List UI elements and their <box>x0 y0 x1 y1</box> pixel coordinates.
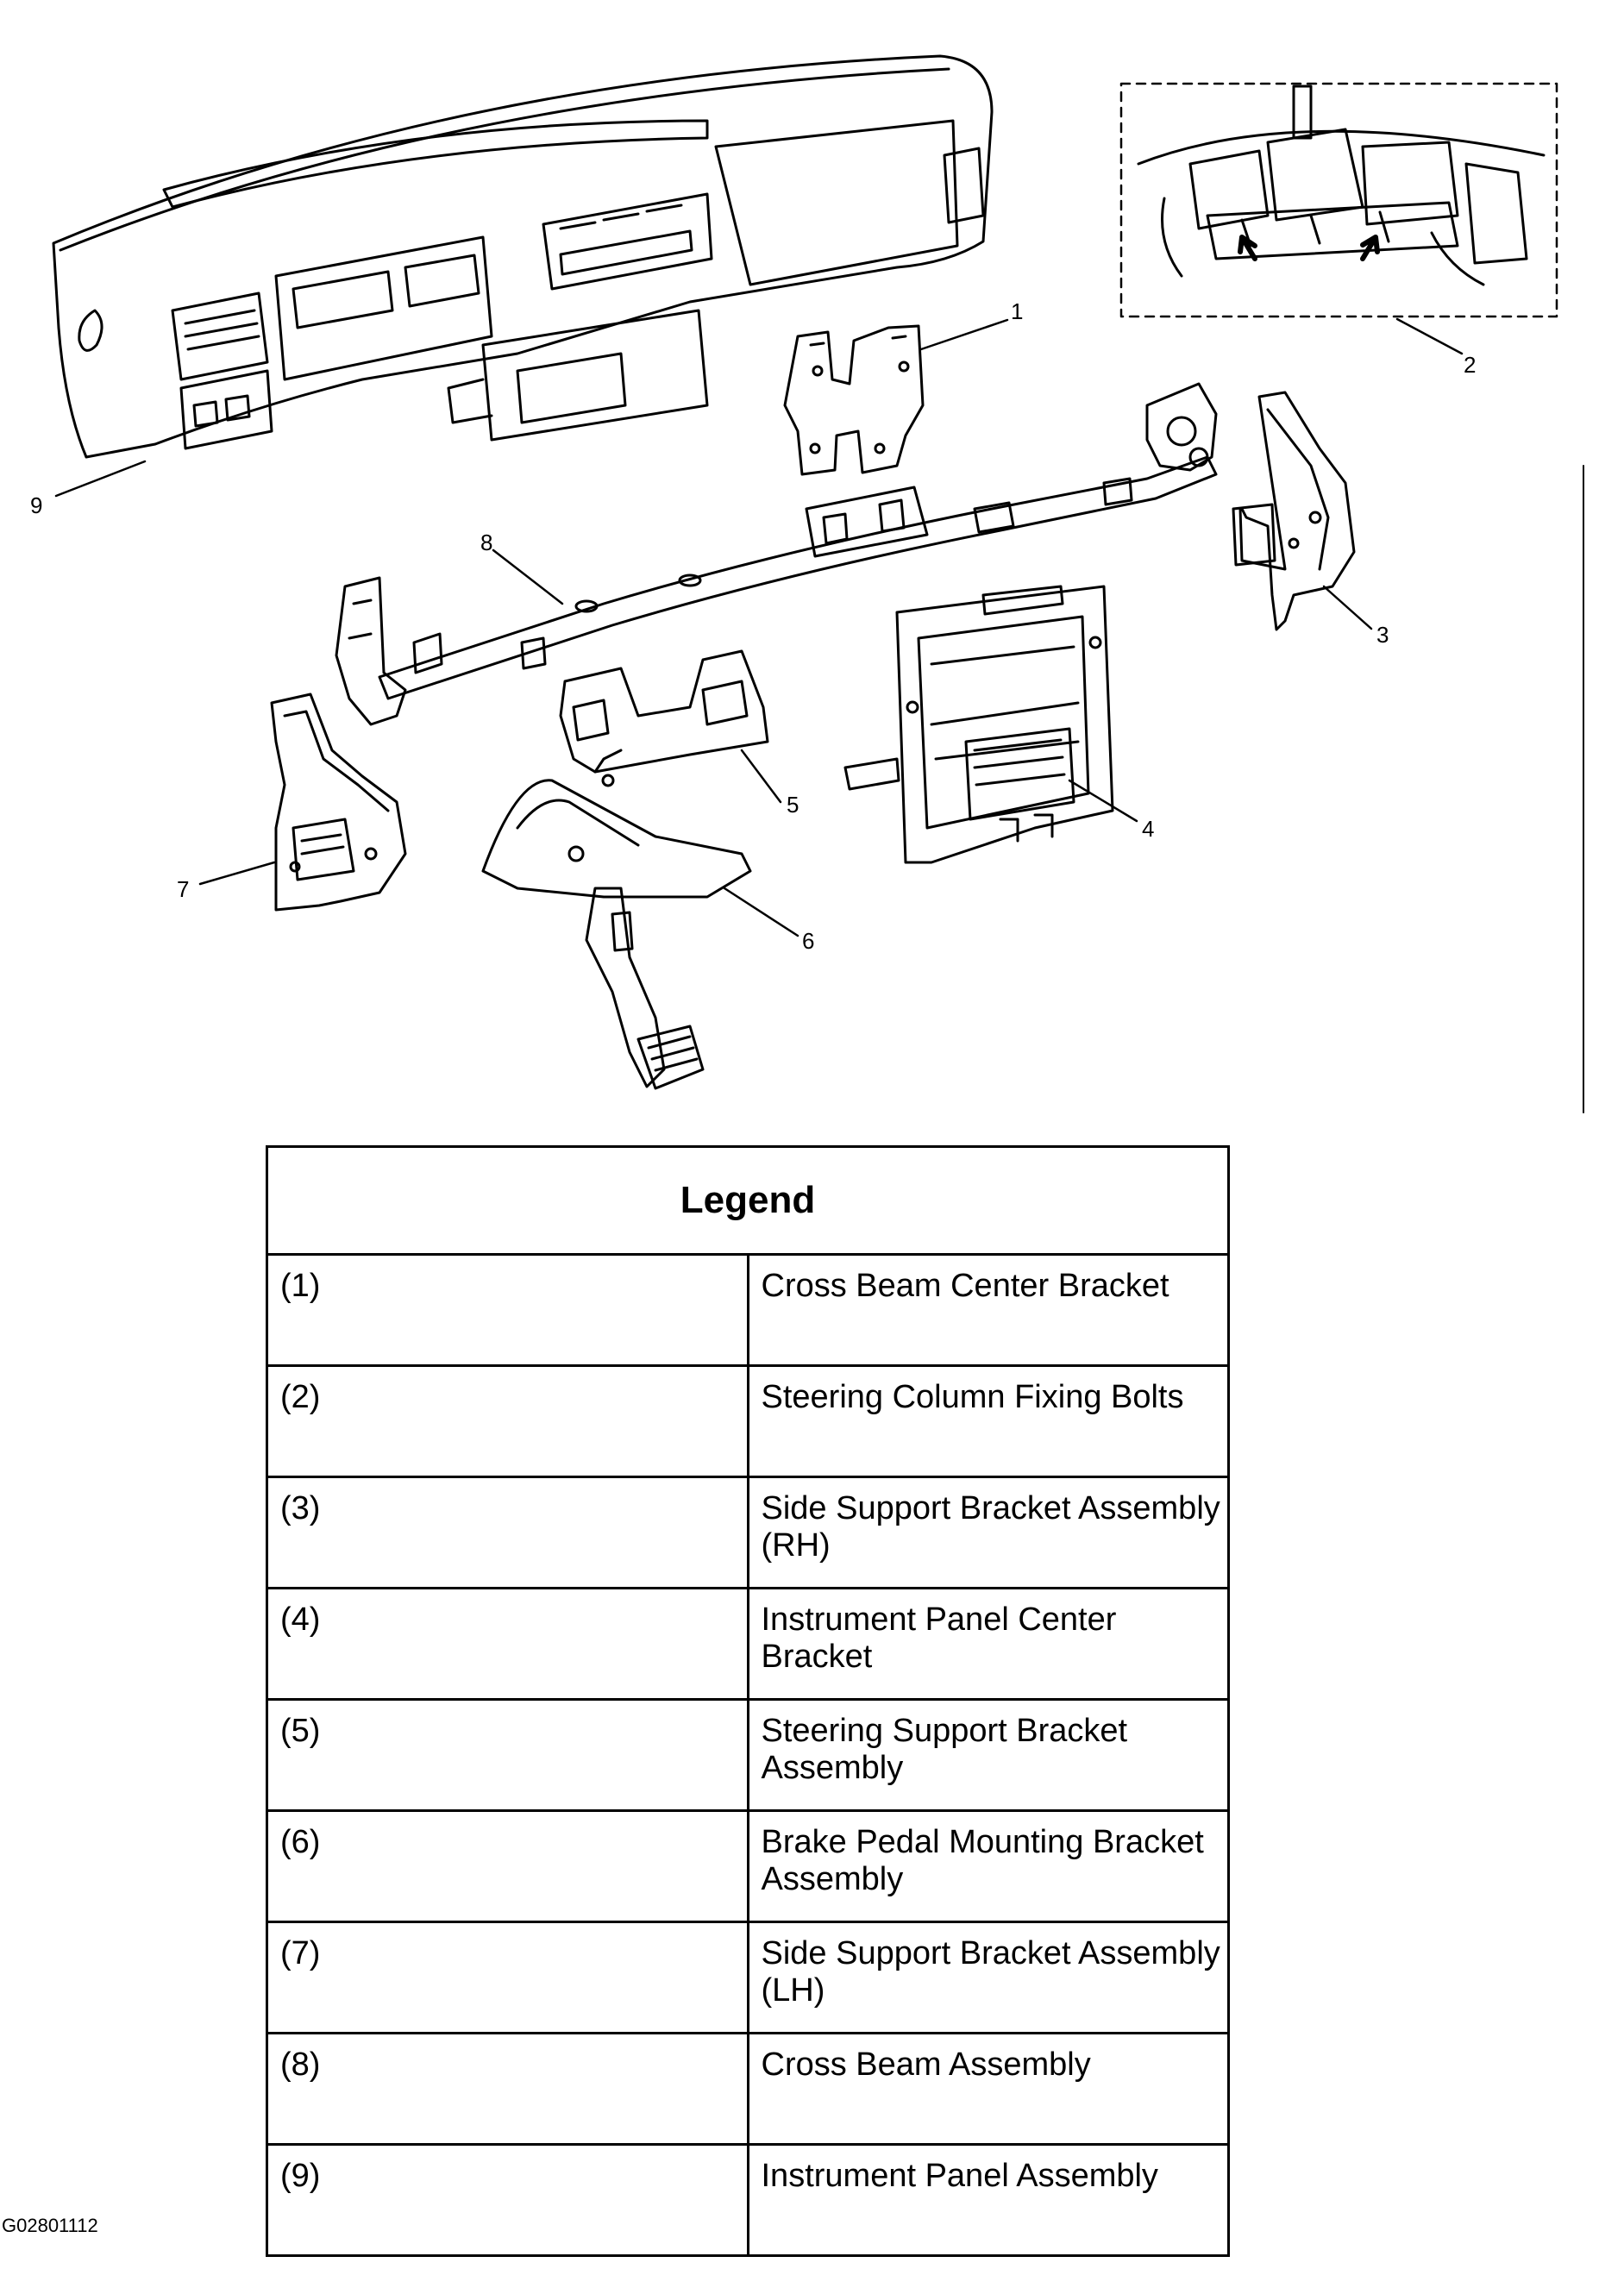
legend-body: (1) Cross Beam Center Bracket (2) Steeri… <box>266 1253 1230 2257</box>
legend-number: (3) <box>266 1476 749 1589</box>
steering-support-bracket-drawing <box>559 649 769 787</box>
legend-description: Steering Support Bracket Assembly <box>746 1698 1230 1812</box>
callout-4: 4 <box>1142 816 1154 842</box>
legend-description: Cross Beam Center Bracket <box>746 1253 1230 1367</box>
side-support-bracket-rh-drawing <box>1232 391 1356 631</box>
callout-labels: 1 2 3 4 5 6 7 8 9 <box>30 298 1476 954</box>
legend-number: (7) <box>266 1921 749 2034</box>
cross-beam-assembly-drawing <box>335 382 1218 726</box>
legend-description: Steering Column Fixing Bolts <box>746 1364 1230 1478</box>
callout-7: 7 <box>177 876 189 902</box>
legend-description: Side Support Bracket Assembly (RH) <box>746 1476 1230 1589</box>
callout-5: 5 <box>787 792 799 818</box>
legend-row: (9) Instrument Panel Assembly <box>266 2143 1230 2257</box>
legend-row: (5) Steering Support Bracket Assembly <box>266 1698 1230 1812</box>
callout-1: 1 <box>1011 298 1023 324</box>
exploded-parts-diagram: 1 2 3 4 5 6 7 8 9 <box>30 54 1584 1113</box>
legend-number: (2) <box>266 1364 749 1478</box>
legend-number: (5) <box>266 1698 749 1812</box>
legend-row: (3) Side Support Bracket Assembly (RH) <box>266 1476 1230 1589</box>
legend-number: (4) <box>266 1587 749 1701</box>
legend-description: Instrument Panel Assembly <box>746 2143 1230 2257</box>
legend-description: Brake Pedal Mounting Bracket Assembly <box>746 1809 1230 1923</box>
callout-8: 8 <box>480 530 492 555</box>
instrument-panel-drawing <box>52 54 994 459</box>
legend-row: (7) Side Support Bracket Assembly (LH) <box>266 1921 1230 2034</box>
callout-3: 3 <box>1376 622 1389 648</box>
cross-beam-center-bracket-drawing <box>783 324 925 476</box>
legend-description: Side Support Bracket Assembly (LH) <box>746 1921 1230 2034</box>
steering-column-inset <box>1119 82 1558 318</box>
callout-9: 9 <box>30 492 42 518</box>
brake-pedal-bracket-drawing <box>481 779 752 1090</box>
legend-row: (1) Cross Beam Center Bracket <box>266 1253 1230 1367</box>
legend-number: (1) <box>266 1253 749 1367</box>
legend-description: Instrument Panel Center Bracket <box>746 1587 1230 1701</box>
callout-6: 6 <box>802 928 814 954</box>
legend-description: Cross Beam Assembly <box>746 2032 1230 2146</box>
legend-row: (2) Steering Column Fixing Bolts <box>266 1364 1230 1478</box>
legend-number: (9) <box>266 2143 749 2257</box>
callout-2: 2 <box>1464 352 1476 378</box>
legend-row: (4) Instrument Panel Center Bracket <box>266 1587 1230 1701</box>
instrument-panel-center-bracket-drawing <box>843 585 1114 864</box>
legend-number: (8) <box>266 2032 749 2146</box>
legend-row: (6) Brake Pedal Mounting Bracket Assembl… <box>266 1809 1230 1923</box>
side-support-bracket-lh-drawing <box>270 693 407 912</box>
leader-lines <box>54 317 1464 937</box>
legend-row: (8) Cross Beam Assembly <box>266 2032 1230 2146</box>
legend-table: Legend (1) Cross Beam Center Bracket (2)… <box>266 1145 1230 2257</box>
legend-title: Legend <box>266 1145 1230 1256</box>
legend-number: (6) <box>266 1809 749 1923</box>
figure-code: G02801112 <box>2 2215 98 2236</box>
